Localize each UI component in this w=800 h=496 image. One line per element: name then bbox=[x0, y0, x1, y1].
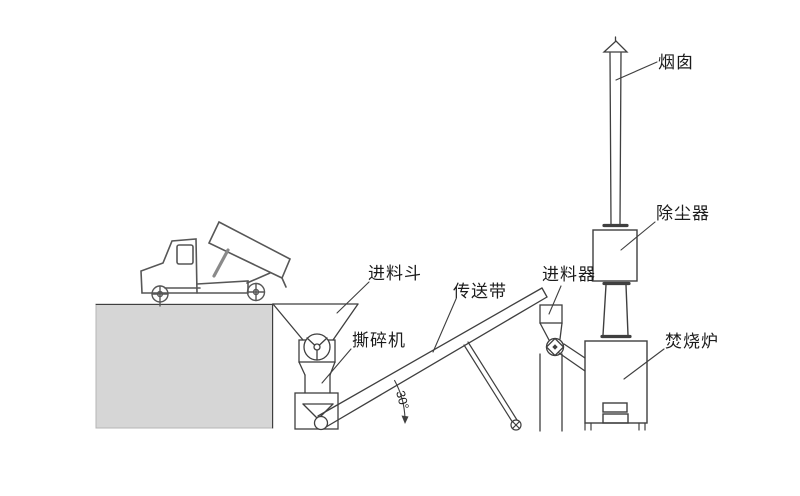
flue-duct-right bbox=[625, 284, 629, 336]
dust-collector-body bbox=[592, 229, 638, 282]
feed-pipe-lower bbox=[558, 352, 586, 372]
incinerator-ash-door-lower bbox=[602, 413, 629, 424]
truck-hydraulic-cylinder bbox=[212, 248, 230, 278]
rotary-valve bbox=[545, 337, 565, 357]
support-wheel-spoke2 bbox=[511, 420, 521, 430]
truck-chassis bbox=[141, 280, 249, 294]
platform bbox=[95, 303, 274, 429]
chimney bbox=[602, 36, 629, 225]
belt-tail-pulley bbox=[313, 415, 329, 431]
shredder bbox=[294, 333, 339, 431]
truck-tailgate bbox=[281, 277, 287, 288]
leader-feed-hopper bbox=[336, 281, 370, 314]
angle-annotation: 30° bbox=[393, 379, 412, 424]
truck-rear-wheel bbox=[246, 282, 266, 302]
support-strut-back bbox=[467, 341, 518, 421]
leader-dust-collector bbox=[620, 221, 656, 251]
hopper-left-wall bbox=[272, 303, 304, 341]
chimney-cap bbox=[602, 40, 629, 53]
incinerator-ash-door-upper bbox=[602, 402, 628, 413]
conveyor-belt bbox=[317, 287, 548, 428]
belt-top-line bbox=[317, 287, 543, 417]
leader-incinerator bbox=[623, 348, 665, 380]
label-shredder: 撕碎机 bbox=[352, 331, 406, 350]
feed-pipe-upper bbox=[563, 343, 586, 359]
chimney-pipe-left bbox=[609, 52, 612, 225]
leader-feeder bbox=[548, 285, 562, 315]
truck-dump-bed bbox=[207, 220, 292, 280]
truck-front-wheel bbox=[151, 285, 169, 307]
leader-shredder bbox=[321, 348, 352, 384]
leader-chimney bbox=[615, 61, 658, 81]
label-feed-hopper: 进料斗 bbox=[368, 264, 422, 283]
label-chimney: 烟囱 bbox=[658, 53, 694, 72]
label-dust-collector: 除尘器 bbox=[656, 204, 710, 223]
chimney-pipe-right bbox=[619, 52, 622, 225]
belt-bottom-line bbox=[325, 296, 548, 428]
platform-body bbox=[95, 303, 274, 429]
hopper-right-wall bbox=[332, 303, 359, 341]
incinerator bbox=[584, 281, 648, 431]
incinerator-body bbox=[584, 340, 648, 424]
feeder-assembly bbox=[539, 304, 586, 432]
truck-window bbox=[176, 244, 194, 265]
dump-truck bbox=[140, 220, 292, 307]
angle-label: 30° bbox=[393, 389, 411, 411]
support-strut-front bbox=[463, 344, 514, 424]
discharge-chute-left bbox=[302, 403, 319, 420]
shredder-rotor bbox=[303, 333, 331, 361]
label-feeder: 进料器 bbox=[542, 265, 596, 284]
incinerator-legs bbox=[584, 422, 646, 431]
truck-cab bbox=[140, 238, 198, 294]
feeder-funnel-right bbox=[559, 322, 563, 340]
flue-duct-left bbox=[602, 284, 607, 336]
shredder-discharge-box bbox=[294, 392, 339, 430]
leader-conveyor bbox=[432, 298, 457, 353]
label-conveyor-belt: 传送带 bbox=[453, 282, 507, 301]
angle-arrowhead bbox=[401, 415, 409, 424]
conveyor-support bbox=[463, 341, 522, 431]
label-incinerator: 焚烧炉 bbox=[665, 332, 719, 351]
truck-bed-pivot-arm bbox=[246, 272, 271, 284]
feeder-chute-box bbox=[539, 304, 563, 324]
belt-head-cap bbox=[541, 287, 548, 298]
shredder-throat-left bbox=[298, 361, 306, 376]
feed-hopper bbox=[272, 303, 359, 341]
leader-lines bbox=[321, 61, 665, 384]
dust-collector bbox=[592, 223, 638, 282]
feeder-funnel-left bbox=[539, 322, 550, 341]
